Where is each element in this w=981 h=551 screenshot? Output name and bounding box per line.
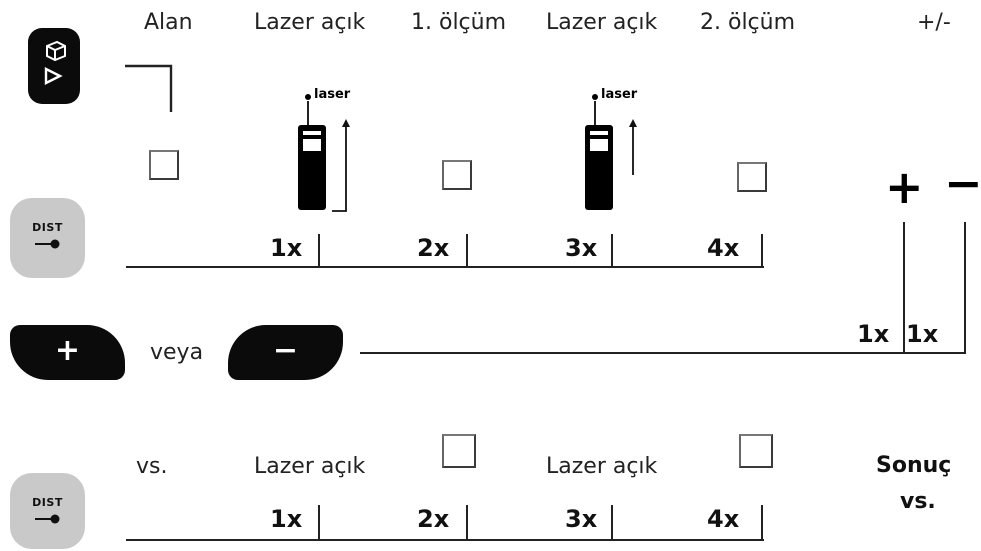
laser-beam-arrow [629,119,637,175]
dist-button-1[interactable]: DIST [10,198,85,278]
header-olcum-2: 2. ölçüm [700,10,796,35]
laser-dot-icon [305,94,311,100]
result-label: Sonuç [876,453,952,478]
plus-key[interactable]: + [10,325,125,380]
timeline-plus-minus [360,352,966,354]
laser-label: laser [314,87,351,102]
area-volume-icon [44,40,66,85]
header-lazer-acik-2: Lazer açık [546,10,658,35]
header-plus-minus: +/- [917,10,951,35]
press-count-3x: 3x [565,234,598,262]
press-count-1x: 1x [270,234,303,262]
area-corner-icon [125,64,173,112]
bottom-press-count-2x: 2x [417,505,450,533]
display-square-3 [737,162,767,192]
minus-connector [964,222,966,353]
dist-label: DIST [32,496,63,509]
minus-key-label: − [272,333,299,368]
laser-device-1: laser [296,87,366,213]
dist-press-icon [35,239,60,249]
bottom-lazer-acik-2: Lazer açık [546,454,658,479]
bottom-lazer-acik-1: Lazer açık [254,454,366,479]
display-square-1 [149,150,179,180]
laser-device-body [298,125,326,210]
plus-key-label: + [54,333,81,368]
minus-sign: − [944,156,981,210]
or-text: veya [150,340,204,365]
laser-device-2: laser [583,87,653,213]
press-count-4x: 4x [707,234,740,262]
press-count-2x: 2x [417,234,450,262]
mode-key[interactable] [28,28,80,104]
dist-press-icon [35,514,60,524]
timeline-1 [126,266,764,268]
minus-key[interactable]: − [228,325,343,380]
header-lazer-acik-1: Lazer açık [254,10,366,35]
timeline-2 [126,539,764,541]
laser-dot-icon [592,94,598,100]
minus-count: 1x [906,320,939,348]
header-olcum-1: 1. ölçüm [411,10,507,35]
bottom-press-count-3x: 3x [565,505,598,533]
display-square-5 [739,434,773,468]
header-alan: Alan [144,10,193,35]
plus-count: 1x [857,320,890,348]
result-vs-label: vs. [900,489,936,514]
plus-connector [903,222,905,353]
plus-sign: + [885,160,924,214]
bottom-vs-left: vs. [136,454,168,479]
bottom-press-count-1x: 1x [270,505,303,533]
display-square-4 [442,434,476,468]
dist-label: DIST [32,221,63,234]
laser-beam-arrow [332,119,350,212]
bottom-press-count-4x: 4x [707,505,740,533]
laser-label: laser [601,87,638,102]
dist-button-2[interactable]: DIST [10,473,85,549]
display-square-2 [442,160,472,190]
laser-device-body [585,125,613,210]
